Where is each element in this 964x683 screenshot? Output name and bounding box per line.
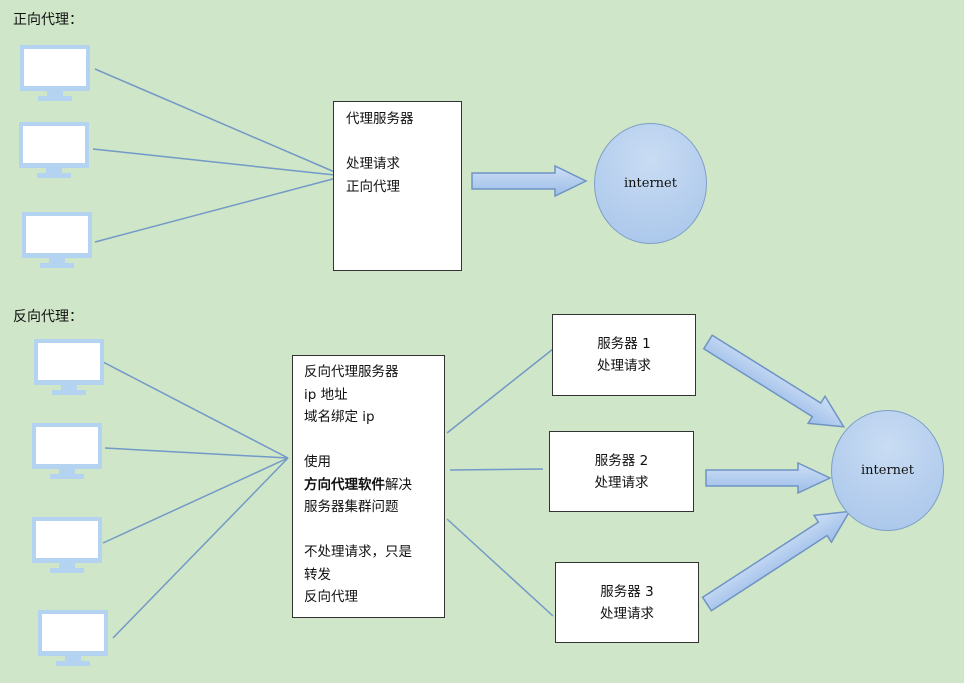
server-desc: 处理请求 (600, 605, 654, 622)
server-box-3: 服务器 3 处理请求 (555, 562, 699, 643)
forward-internet-cloud: internet (594, 123, 707, 244)
reverse-line-4 (112, 457, 289, 639)
box-line (304, 429, 433, 452)
forward-proxy-label: 正向代理： (13, 12, 83, 28)
box-line: 正向代理 (346, 178, 400, 195)
reverse-line-2 (104, 447, 289, 459)
box-line: ip 地址 (304, 386, 348, 403)
box-line: 域名绑定 ip (304, 409, 375, 425)
server-desc: 处理请求 (594, 474, 649, 491)
forward-line-2 (92, 148, 345, 177)
server-desc: 处理请求 (597, 358, 651, 374)
proxy-server-line-2 (449, 468, 544, 471)
internet-label: internet (861, 463, 914, 478)
reverse-internet-cloud: internet (831, 410, 944, 531)
box-line: 转发 (304, 566, 331, 583)
client-monitor-icon (38, 610, 108, 666)
box-line: 不处理请求，只是 (304, 544, 412, 560)
bold-text: 方向代理软件 (304, 476, 385, 493)
box-line: 反向代理服务器 (304, 364, 399, 380)
reverse-line-3 (102, 457, 289, 544)
client-monitor-icon (19, 122, 89, 178)
client-monitor-icon (34, 339, 104, 395)
box-line: 处理请求 (346, 156, 400, 172)
forward-proxy-server-box: 代理服务器 处理请求 正向代理 (333, 101, 462, 271)
box-line (304, 519, 433, 542)
server-name: 服务器 2 (594, 452, 649, 469)
server-name: 服务器 3 (600, 583, 654, 600)
box-text: 解决 (385, 476, 412, 493)
reverse-proxy-label: 反向代理： (13, 309, 83, 325)
server-box-2: 服务器 2 处理请求 (549, 431, 694, 512)
client-monitor-icon (32, 517, 102, 573)
client-monitor-icon (22, 212, 92, 268)
server-name: 服务器 1 (597, 336, 651, 352)
box-line: 服务器集群问题 (304, 499, 399, 515)
box-line (346, 131, 449, 154)
server1-arrow (702, 334, 846, 428)
box-line: 使用 (304, 454, 331, 470)
box-line: 方向代理软件解决 (304, 474, 433, 497)
forward-line-3 (94, 175, 345, 243)
server-box-1: 服务器 1 处理请求 (552, 314, 696, 396)
box-line: 反向代理 (304, 589, 358, 605)
internet-label: internet (624, 176, 677, 191)
reverse-line-1 (102, 361, 289, 459)
proxy-server-line-1 (446, 348, 554, 434)
reverse-proxy-server-box: 反向代理服务器 ip 地址 域名绑定 ip 使用 方向代理软件解决 服务器集群问… (292, 355, 445, 618)
server2-arrow (705, 461, 832, 495)
client-monitor-icon (32, 423, 102, 479)
server3-arrow (701, 510, 851, 612)
proxy-server-line-3 (446, 518, 554, 617)
forward-arrow (471, 164, 588, 198)
forward-line-1 (94, 68, 345, 177)
box-line: 代理服务器 (346, 111, 414, 127)
client-monitor-icon (20, 45, 90, 101)
